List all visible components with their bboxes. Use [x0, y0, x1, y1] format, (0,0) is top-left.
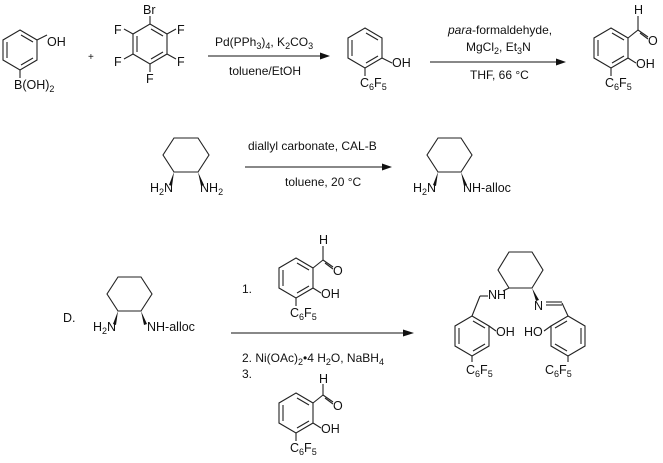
reagent-aldehyde-step-1: H O OH C6F5 — [278, 233, 343, 322]
conditions-suzuki-above: Pd(PPh3)4, K2CO3 — [215, 35, 313, 51]
c6f5-label: C6F5 — [360, 76, 387, 92]
boronic-acid-label: B(OH)2 — [14, 78, 54, 94]
molecule-cyclohexanediamine: H2N NH2 — [150, 137, 223, 197]
ho-label: HO — [524, 325, 543, 339]
br-label: Br — [143, 3, 156, 17]
h2n-label: H2N — [413, 181, 436, 197]
c6f5-label: C6F5 — [605, 76, 632, 92]
nh-alloc-label: NH-alloc — [147, 320, 195, 334]
h2n-label: H2N — [93, 320, 116, 336]
c6f5-label: C6F5 — [545, 363, 572, 379]
oh-label: OH — [496, 325, 515, 339]
oh-label: OH — [392, 56, 411, 70]
f-label: F — [114, 55, 122, 69]
n-label: N — [534, 299, 543, 313]
oh-label: OH — [321, 287, 340, 301]
c6f5-label: C6F5 — [290, 306, 317, 322]
step-3-label: 3. — [242, 367, 252, 381]
oh-label: OH — [636, 57, 655, 71]
nh-label: NH — [488, 288, 506, 302]
oh-label: OH — [321, 422, 340, 436]
c6f5-label: C6F5 — [290, 441, 317, 457]
c6f5-label: C6F5 — [466, 363, 493, 379]
f-label: F — [114, 23, 122, 37]
o-label: O — [333, 399, 343, 413]
step-2-conditions: 2. Ni(OAc)2•4 H2O, NaBH4 — [242, 351, 384, 367]
conditions-formylation-below: THF, 66 °C — [470, 68, 529, 82]
molecule-pentafluorophenyl-phenol: OH C6F5 — [347, 27, 411, 92]
plus-sign: + — [88, 52, 94, 63]
molecule-mono-alloc-diamine: H2N NH-alloc — [413, 137, 511, 197]
step-label-d: D. — [63, 311, 76, 325]
o-label: O — [333, 264, 343, 278]
molecule-final-ligand: NH N OH C6F5 HO C6F5 — [454, 251, 586, 379]
h-label: H — [319, 372, 328, 386]
conditions-suzuki-below: toluene/EtOH — [229, 64, 301, 78]
step-1-label: 1. — [242, 282, 252, 296]
o-label: O — [648, 34, 658, 48]
nh2-label: NH2 — [200, 181, 223, 197]
reaction-arrow-suzuki: Pd(PPh3)4, K2CO3 toluene/EtOH — [208, 35, 330, 78]
conditions-formylation-line2: MgCl2, Et3N — [466, 40, 531, 56]
h-label: H — [319, 233, 328, 247]
f-label: F — [177, 55, 185, 69]
molecule-bromopentafluorobenzene: Br F F F F F — [114, 3, 185, 86]
reaction-arrow-ligand-assembly: 1. 2. Ni(OAc)2•4 H2O, NaBH4 3. — [231, 282, 414, 381]
h2n-label: H2N — [150, 181, 173, 197]
molecule-mono-alloc-diamine-reactant: H2N NH-alloc — [93, 276, 195, 336]
f-label: F — [146, 72, 154, 86]
conditions-alloc-above: diallyl carbonate, CAL-B — [248, 139, 377, 153]
reaction-arrow-alloc-protection: diallyl carbonate, CAL-B toluene, 20 °C — [245, 139, 392, 189]
h-label: H — [634, 3, 643, 17]
conditions-alloc-below: toluene, 20 °C — [285, 175, 362, 189]
reaction-arrow-formylation: para-formaldehyde, MgCl2, Et3N THF, 66 °… — [430, 23, 566, 82]
oh-label: OH — [47, 35, 66, 49]
nh-alloc-label: NH-alloc — [463, 181, 511, 195]
reagent-aldehyde-step-3: H O OH C6F5 — [278, 372, 343, 457]
conditions-formylation-line1: para-formaldehyde, — [447, 23, 552, 37]
molecule-hydroxyphenylboronic-acid: OH B(OH)2 — [2, 29, 66, 94]
f-label: F — [177, 23, 185, 37]
molecule-pentafluorophenyl-salicylaldehyde: H O OH C6F5 — [593, 3, 658, 92]
